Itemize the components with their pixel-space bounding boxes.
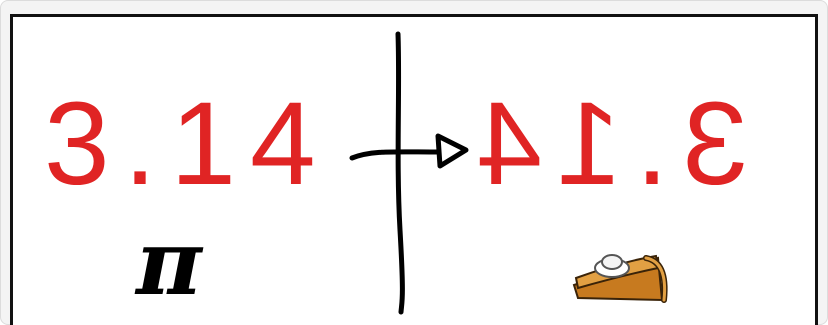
pie-slice-icon [574,255,665,300]
mirror-line [398,34,402,312]
arrow-head [438,136,466,166]
